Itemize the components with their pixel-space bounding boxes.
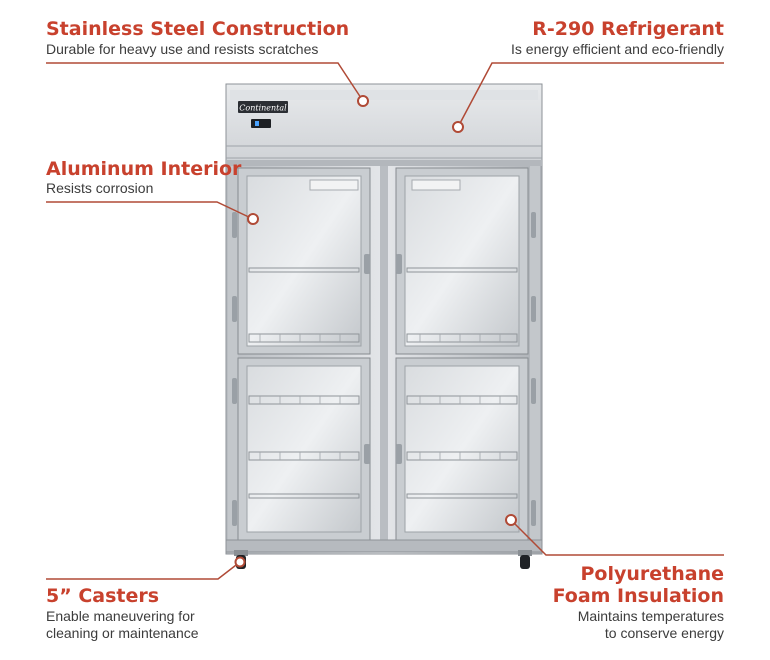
casters-title: 5” Casters bbox=[46, 585, 160, 607]
stainless-steel-title: Stainless Steel Construction bbox=[46, 18, 350, 40]
callout-dots bbox=[234, 95, 517, 568]
door-bottom-right bbox=[395, 357, 529, 541]
door-top-left bbox=[237, 167, 371, 355]
stainless-steel-desc: Durable for heavy use and resists scratc… bbox=[46, 41, 319, 57]
cabinet-base bbox=[225, 539, 543, 553]
refrigerant-title: R-290 Refrigerant bbox=[532, 18, 724, 40]
refrigerant-desc: Is energy efficient and eco-friendly bbox=[511, 41, 724, 57]
aluminum-interior-desc: Resists corrosion bbox=[46, 180, 154, 196]
door-handles bbox=[232, 212, 536, 526]
insulation-title-line1: Polyurethane bbox=[580, 563, 724, 585]
callout-lines bbox=[46, 62, 724, 580]
insulation-title-line2: Foam Insulation bbox=[552, 585, 724, 607]
aluminum-interior-title: Aluminum Interior bbox=[46, 158, 242, 180]
door-top-right bbox=[395, 167, 529, 355]
casters-desc-line1: Enable maneuvering for bbox=[46, 608, 195, 624]
shelves bbox=[248, 267, 518, 499]
casters-desc-line2: cleaning or maintenance bbox=[46, 625, 199, 641]
door-bottom-left bbox=[237, 357, 371, 541]
brand-logo: Continental bbox=[239, 104, 287, 113]
insulation-desc-line1: Maintains temperatures bbox=[577, 608, 724, 624]
brand-badge bbox=[238, 101, 288, 113]
insulation-desc-line2: to conserve energy bbox=[604, 625, 724, 641]
temperature-display bbox=[251, 119, 271, 128]
